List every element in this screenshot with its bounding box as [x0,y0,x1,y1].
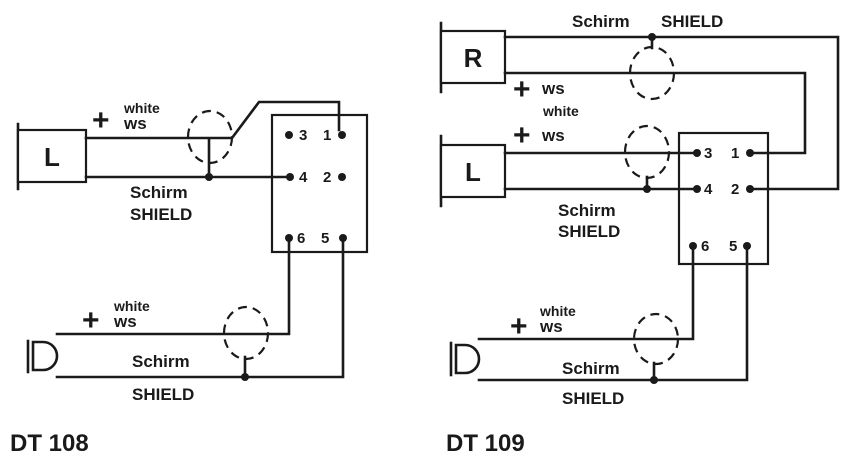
dt109-l-label: L [465,157,481,187]
dt109-pin1-dot [746,149,754,157]
dt109-pin1: 1 [731,145,739,162]
dt108-mic-shield-junction [241,373,249,381]
dt108-mic-white: white [113,298,150,314]
dt108-mic-shield-wire [55,236,345,379]
dt108-mic-schirm: Schirm [132,352,190,371]
dt109-l-shield-icon [623,124,671,180]
dt109-pin4: 4 [704,181,713,198]
dt108-pin3: 3 [299,127,307,144]
dt108-pin1-dot [338,131,346,139]
dt108-pin4: 4 [299,169,308,186]
dt109-r-label: R [464,43,483,73]
dt108-mic-ws: ws [113,312,137,331]
dt109-l-shield: SHIELD [558,222,620,241]
dt108-mic-plus: + [82,304,100,337]
dt109-mic-plus: + [510,310,528,343]
dt109-mic-ws: ws [539,317,563,336]
dt108-pin6: 6 [297,230,305,247]
dt109-mic-schirm: Schirm [562,359,620,378]
dt109-l-ws: ws [541,126,565,145]
dt109-pin3: 3 [704,145,712,162]
dt109-mic-shield-icon [632,312,680,366]
dt108-l-positive-wire [84,100,341,140]
dt109-r-shield-junction [648,33,656,41]
dt109-pin5: 5 [729,238,737,255]
dt109-r-capsule [439,29,507,85]
dt109-l-plus: + [513,119,531,152]
dt109-pin2-dot [746,185,754,193]
dt108-l-ws: ws [123,114,147,133]
dt108-mic-positive-wire [55,236,291,336]
dt108-pin3-dot [285,131,293,139]
dt109-r-ws: ws [541,79,565,98]
dt108-l-shield-junction [205,173,213,181]
dt109-mic-shield-wire [477,244,749,382]
dt109-pin6: 6 [701,238,709,255]
dt108-l-schirm: Schirm [130,183,188,202]
dt109-pin3-dot [693,149,701,157]
dt109-r-white: white [542,103,579,119]
dt108-mic-icon [31,340,59,372]
dt109-l-schirm: Schirm [558,201,616,220]
dt109-pin4-dot [693,185,701,193]
dt109-r-schirm: Schirm [572,12,630,31]
dt108-l-plus: + [92,104,110,137]
dt109-r-shield: SHIELD [661,12,723,31]
dt108-pin2: 2 [323,169,331,186]
dt108-mic-shield-icon [222,305,270,361]
dt109-mic-icon [454,343,481,375]
dt109-r-shield-wire [503,35,840,191]
dt109-mic-shield-junction [650,376,658,384]
dt109-mic-white: white [539,303,576,319]
dt108-l-capsule [16,128,88,184]
dt109-pin2: 2 [731,181,739,198]
dt108-l-white: white [123,100,160,116]
dt108-l-shield-icon [186,109,234,165]
dt108-l-shield: SHIELD [130,205,192,224]
dt109-title: DT 109 [446,430,525,457]
dt108-l-label: L [44,142,60,172]
dt109-l-capsule [439,143,507,199]
dt109-diagram: R Schirm SHIELD + ws white L + ws Schirm… [439,12,840,457]
dt108-pin2-dot [338,173,346,181]
dt108-pin1: 1 [323,127,331,144]
dt108-mic-shield: SHIELD [132,385,194,404]
dt109-r-shield-icon [628,45,676,101]
dt109-mic-shield: SHIELD [562,389,624,408]
dt108-diagram: L + white ws Schirm SHIELD 3 1 4 2 6 5 [10,100,369,457]
dt109-l-shield-junction [643,185,651,193]
dt109-r-positive-wire [503,71,807,155]
dt109-mic-positive-wire [477,244,695,341]
dt108-pin5: 5 [321,230,329,247]
dt108-title: DT 108 [10,430,89,457]
dt109-r-plus: + [513,73,531,106]
dt108-pin4-dot [286,173,294,181]
